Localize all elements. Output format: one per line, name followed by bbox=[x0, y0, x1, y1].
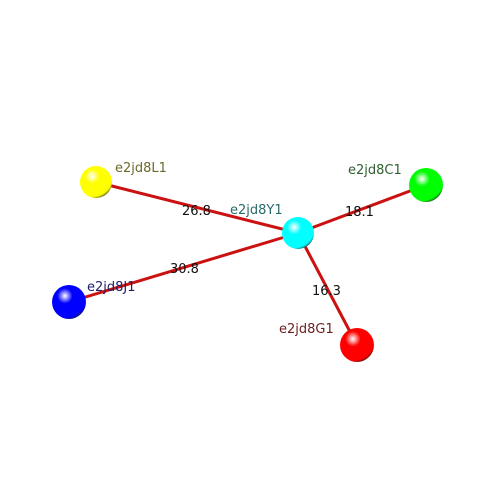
node-labels-layer: e2jd8Y1 e2jd8L1 e2jd8C1 e2jd8J1 e2jd8G1 bbox=[87, 161, 402, 337]
nodes-layer bbox=[52, 166, 443, 362]
edge-label-y1-c1: 18.1 bbox=[345, 205, 374, 220]
node-y1[interactable] bbox=[282, 217, 314, 249]
node-label-j1: e2jd8J1 bbox=[87, 280, 136, 295]
edges-layer bbox=[68, 180, 427, 346]
node-g1[interactable] bbox=[340, 328, 374, 362]
edge-labels-layer: 26.8 18.1 30.8 16.3 bbox=[170, 204, 374, 299]
edge-y1-j1 bbox=[68, 231, 299, 304]
edge-y1-c1 bbox=[297, 183, 427, 235]
node-j1[interactable] bbox=[52, 285, 86, 319]
edge-y1-g1 bbox=[296, 232, 359, 346]
node-label-l1: e2jd8L1 bbox=[115, 161, 167, 176]
edge-label-y1-g1: 16.3 bbox=[312, 284, 341, 299]
edge-label-y1-j1: 30.8 bbox=[170, 262, 199, 277]
node-label-g1: e2jd8G1 bbox=[279, 322, 334, 337]
node-l1[interactable] bbox=[80, 166, 112, 198]
node-c1[interactable] bbox=[409, 168, 443, 202]
node-label-c1: e2jd8C1 bbox=[348, 163, 402, 178]
edge-label-y1-l1: 26.8 bbox=[182, 204, 211, 219]
node-label-y1: e2jd8Y1 bbox=[230, 203, 283, 218]
edge-y1-l1 bbox=[95, 180, 299, 235]
